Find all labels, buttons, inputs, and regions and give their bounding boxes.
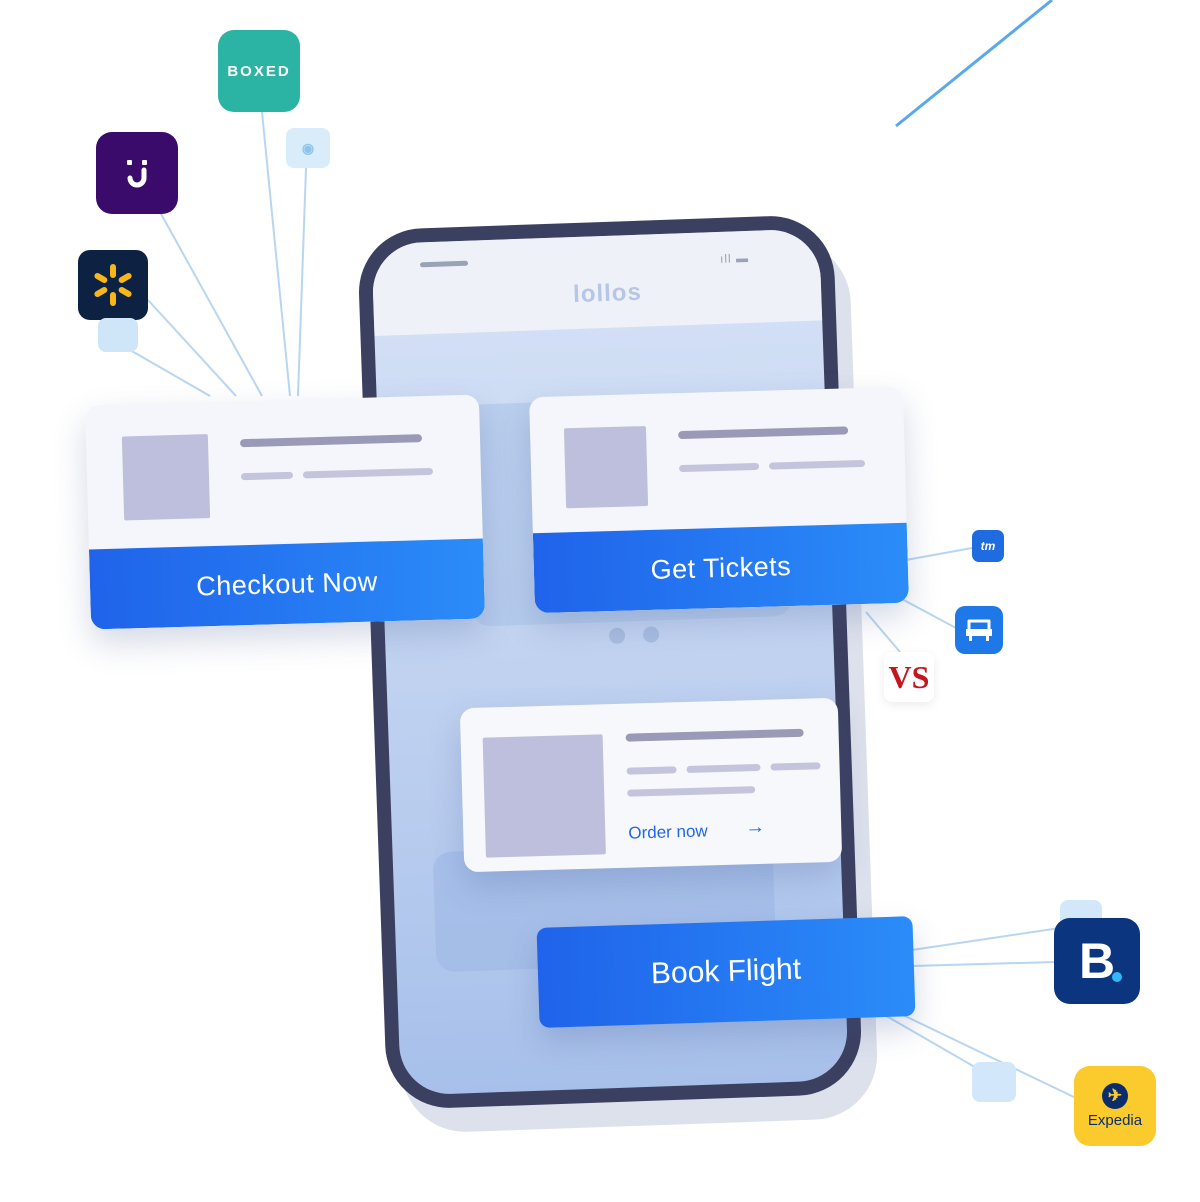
text-placeholder [686, 763, 761, 773]
walmart-app-icon [78, 250, 148, 320]
product-thumbnail [482, 734, 606, 858]
product-thumbnail [121, 434, 211, 521]
checkout-now-label: Checkout Now [195, 565, 379, 602]
decorative-stroke [895, 0, 1053, 128]
checkout-now-button[interactable]: Checkout Now [88, 538, 486, 630]
jet-app-icon [96, 132, 178, 214]
spark-icon [94, 264, 132, 306]
tickets-card: Get Tickets [529, 386, 909, 614]
plane-icon: ✈ [1102, 1083, 1128, 1109]
carousel-dot[interactable] [608, 627, 626, 645]
seat-icon [966, 619, 992, 641]
boxed-logo-text: BOXED [227, 62, 291, 80]
status-bar: ıll ▬ lollos [371, 228, 823, 337]
app-logo: lollos [572, 278, 643, 309]
order-card: Order now → [459, 697, 843, 873]
booking-app-icon: B [1054, 918, 1140, 1004]
ticketmaster-logo-text: tm [980, 539, 996, 553]
booking-dot-icon [1112, 972, 1122, 982]
expedia-app-icon: ✈ Expedia [1074, 1066, 1156, 1146]
text-placeholder [679, 462, 760, 473]
signal-battery-icon: ıll ▬ [719, 250, 750, 266]
smile-icon [127, 160, 147, 188]
checkout-card: Checkout Now [84, 394, 486, 630]
text-placeholder [240, 471, 294, 481]
event-thumbnail [563, 426, 649, 509]
text-placeholder [768, 459, 866, 470]
versus-app-icon: VS [884, 652, 934, 702]
book-flight-button[interactable]: Book Flight [536, 916, 916, 1028]
text-placeholder [627, 786, 756, 797]
boxed-app-icon: BOXED [218, 30, 300, 112]
ticketmaster-app-icon: tm [972, 530, 1004, 562]
arrow-right-icon: → [744, 815, 766, 839]
title-placeholder [239, 434, 423, 448]
text-placeholder [770, 762, 821, 771]
text-placeholder [626, 766, 677, 775]
get-tickets-label: Get Tickets [650, 550, 792, 585]
expedia-logo-text: Expedia [1087, 1112, 1143, 1129]
book-flight-label: Book Flight [650, 952, 802, 991]
title-placeholder [625, 728, 804, 742]
placeholder-app-icon [98, 318, 138, 352]
versus-logo-text: VS [888, 658, 930, 695]
vivid-seats-app-icon [955, 606, 1003, 654]
placeholder-app-icon [972, 1062, 1016, 1102]
booking-logo-text: B [1078, 933, 1116, 989]
get-tickets-button[interactable]: Get Tickets [532, 522, 909, 614]
speaker-slot [419, 260, 469, 268]
order-now-link[interactable]: Order now [628, 821, 708, 843]
carousel-dot[interactable] [642, 626, 660, 643]
title-placeholder [678, 426, 849, 440]
text-placeholder [302, 467, 434, 479]
carousel-dots[interactable] [608, 626, 678, 649]
placeholder-app-icon: ◉ [286, 128, 330, 168]
